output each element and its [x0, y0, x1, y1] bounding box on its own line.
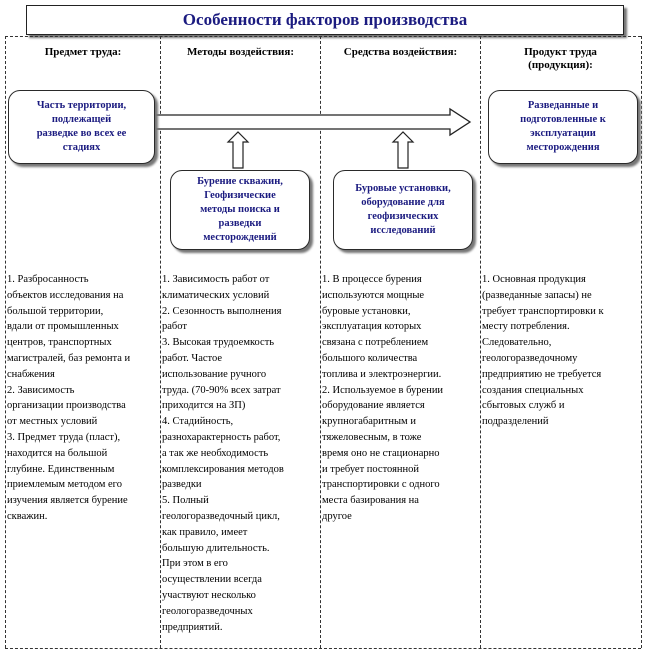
column-heading-means: Средства воздействия:	[343, 46, 458, 58]
frame-bottom-border	[5, 648, 641, 649]
box-means: Буровые установки, оборудование для геоф…	[333, 170, 473, 250]
column-heading-methods: Методы воздействия:	[186, 46, 294, 58]
column-text-subject: 1. Разбросанность объектов исследования …	[7, 274, 131, 522]
diagram-title: Особенности факторов производства	[26, 5, 624, 35]
column-divider-2	[320, 36, 321, 648]
main-horizontal-arrow	[154, 107, 472, 137]
up-arrow-methods	[226, 131, 250, 169]
frame-right-border	[641, 36, 642, 648]
column-text-product: 1. Основная продукция (разведанные запас…	[482, 274, 604, 428]
box-product: Разведанные и подготовленные к эксплуата…	[488, 90, 638, 164]
column-heading-subject: Предмет труда:	[44, 46, 122, 58]
column-text-methods: 1. Зависимость работ от климатических ус…	[162, 274, 284, 633]
box-methods: Бурение скважин, Геофизические методы по…	[170, 170, 310, 250]
column-divider-1	[160, 36, 161, 648]
column-divider-3	[480, 36, 481, 648]
column-heading-product: Продукт труда (продукция):	[524, 46, 597, 71]
box-subject-of-labor: Часть территории, подлежащей разведке во…	[8, 90, 155, 164]
column-text-means: 1. В процессе бурения используются мощны…	[322, 274, 444, 522]
frame-top-border	[5, 36, 641, 37]
frame-left-border	[5, 36, 6, 648]
up-arrow-means	[391, 131, 415, 169]
